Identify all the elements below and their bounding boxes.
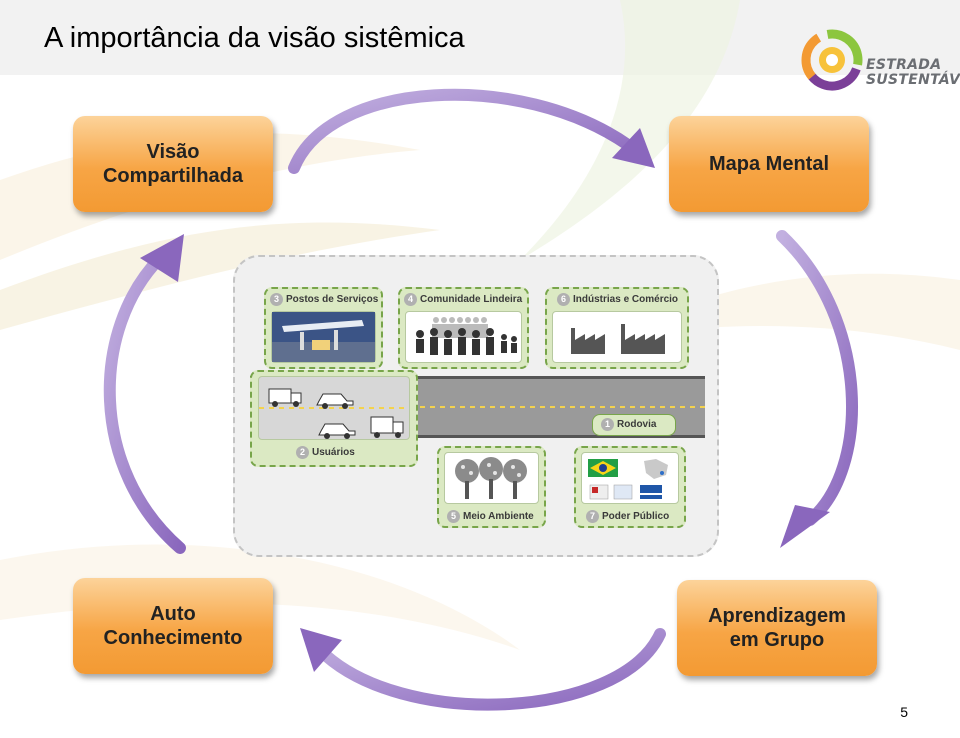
card-meio-ambiente: 5 Meio Ambiente: [437, 446, 546, 528]
vehicles-icon: [259, 388, 409, 439]
card-comunidade: 4 Comunidade Lindeira: [398, 287, 529, 369]
card-poder-publico: 7 Poder Público: [574, 446, 686, 528]
estrada-sustentavel-logo-icon: [800, 28, 864, 92]
environment-image: [444, 452, 539, 504]
num-5: 5: [447, 510, 460, 523]
label-postos: 3 Postos de Serviços: [270, 293, 378, 306]
gas-station-image: [271, 311, 376, 363]
arrow-left: [103, 234, 186, 554]
num-2: 2: [296, 446, 309, 459]
industry-image: [552, 311, 682, 363]
trees-icon: [455, 457, 527, 499]
slide-title: A importância da visão sistêmica: [44, 22, 465, 54]
label-meio-ambiente: 5 Meio Ambiente: [447, 510, 534, 523]
box-mind-map-label: Mapa Mental: [708, 153, 830, 175]
card-industrias: 6 Indústrias e Comércio: [545, 287, 689, 369]
gas-station-icon: [272, 312, 375, 362]
community-image: [405, 311, 522, 363]
text-usuarios: Usuários: [312, 447, 355, 458]
box-self-knowledge: Auto Conhecimento: [73, 578, 273, 674]
label-industrias: 6 Indústrias e Comércio: [557, 293, 678, 306]
text-meio-ambiente: Meio Ambiente: [463, 511, 534, 522]
label-poder-publico: 7 Poder Público: [586, 510, 669, 523]
card-rodovia: 1 Rodovia: [592, 414, 676, 436]
factory-icon: [571, 324, 665, 354]
logo-line-2: SUSTENTÁVEL: [866, 72, 960, 88]
text-rodovia: Rodovia: [617, 419, 657, 430]
box-shared-vision-label: Visão Compartilhada: [102, 141, 244, 187]
box-mind-map: Mapa Mental: [669, 116, 869, 212]
label-usuarios: 2 Usuários: [296, 446, 355, 459]
label-rodovia: 1 Rodovia: [601, 418, 656, 431]
text-industrias: Indústrias e Comércio: [573, 294, 679, 305]
logo-wordmark: ESTRADA SUSTENTÁVEL: [866, 58, 960, 88]
num-1: 1: [601, 418, 614, 431]
text-postos: Postos de Serviços: [286, 294, 379, 305]
box-group-learning: Aprendizagem em Grupo: [677, 580, 877, 676]
num-7: 7: [586, 510, 599, 523]
box-self-knowledge-label: Auto Conhecimento: [103, 603, 243, 649]
card-postos: 3 Postos de Serviços: [264, 287, 383, 369]
arrow-right: [776, 230, 858, 548]
usuarios-road-image: [258, 376, 410, 440]
text-poder-publico: Poder Público: [602, 511, 670, 522]
logo-line-1: ESTRADA: [866, 57, 942, 73]
government-image: [581, 452, 679, 504]
text-comunidade: Comunidade Lindeira: [420, 294, 523, 305]
government-icon: [588, 459, 668, 500]
num-6: 6: [557, 293, 570, 306]
page-number: 5: [900, 704, 908, 720]
box-shared-vision: Visão Compartilhada: [73, 116, 273, 212]
num-4: 4: [404, 293, 417, 306]
box-group-learning-label: Aprendizagem em Grupo: [708, 605, 846, 651]
people-icon: [416, 317, 517, 355]
arrow-bottom: [300, 628, 666, 711]
num-3: 3: [270, 293, 283, 306]
arrow-top: [288, 88, 655, 174]
label-comunidade: 4 Comunidade Lindeira: [404, 293, 522, 306]
card-usuarios: 2 Usuários: [250, 370, 418, 467]
